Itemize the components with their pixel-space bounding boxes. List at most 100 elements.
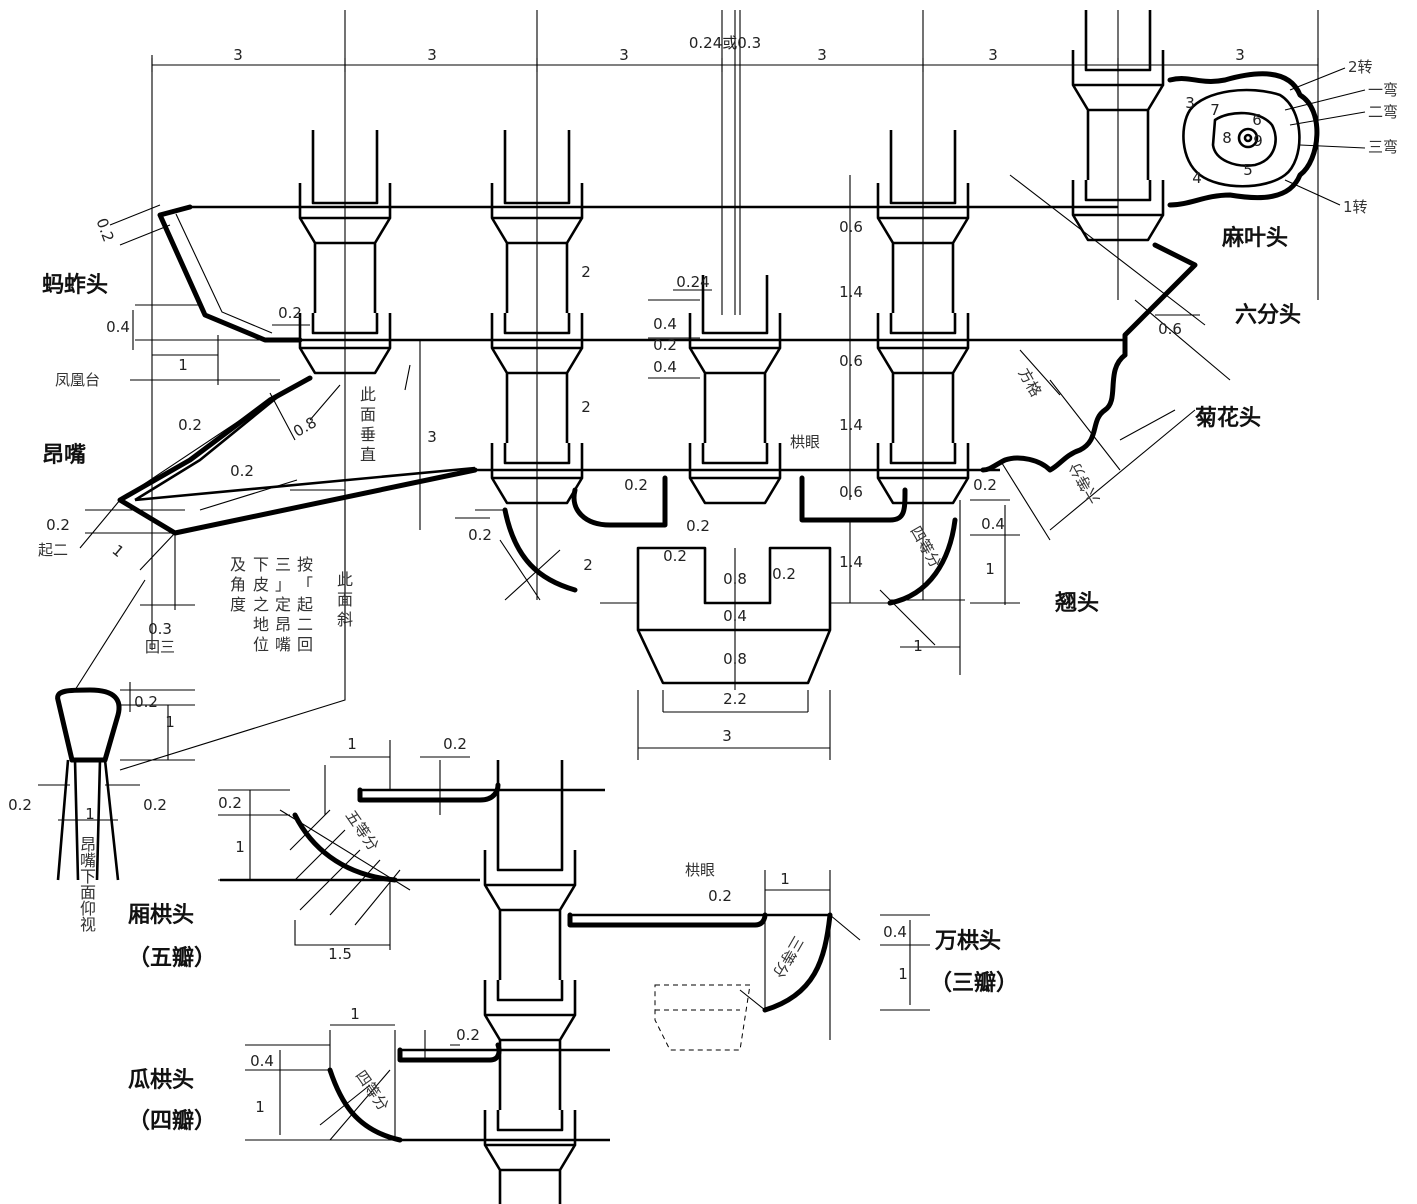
vertical-text-char: 度	[230, 595, 246, 614]
dou-unit	[876, 183, 970, 313]
label-wangongtou-sub: （三瓣）	[930, 971, 1018, 996]
dimension-label: 0.2	[218, 794, 242, 812]
dimension-label: 1	[780, 870, 790, 888]
label-wangongtou: 万栱头	[934, 928, 1001, 954]
dimension-label: 1	[898, 965, 908, 983]
vertical-text-char: 面	[337, 590, 353, 609]
vertical-text-char: 下	[80, 867, 96, 886]
dimension-label: 0.2	[708, 887, 732, 905]
dou-unit	[483, 850, 577, 980]
vertical-text-char: 位	[253, 635, 269, 654]
dimension-label: 0.4	[981, 515, 1005, 533]
post	[889, 130, 957, 183]
dimension-label: 1	[235, 838, 245, 856]
dimension-label: 1	[165, 713, 175, 731]
vertical-text-char: 直	[360, 445, 376, 464]
top-dim: 3	[619, 46, 629, 64]
label-fenghuangtai: 凤凰台	[55, 371, 100, 389]
dimension-label: 0.4	[883, 923, 907, 941]
right-heads	[475, 67, 1366, 760]
dimension-label: 0.6	[839, 483, 863, 501]
spiral-number: 9	[1253, 132, 1263, 150]
dimension-label: 0.8	[723, 650, 747, 668]
dou-unit	[876, 313, 970, 443]
dimension-label: 0.8	[290, 413, 320, 441]
dimension-label: 0.2	[686, 517, 710, 535]
top-dimension-line: 3 3 3 3 3 3 0.24或0.3	[151, 34, 1319, 72]
post	[311, 130, 379, 183]
label-1zhuan: 1转	[1343, 198, 1368, 216]
dou-unit	[1071, 180, 1165, 242]
dou-unit	[688, 443, 782, 505]
top-dim: 3	[427, 46, 437, 64]
label-liufentou: 六分头	[1235, 303, 1301, 328]
label-mazhatou: 蚂蚱头	[42, 272, 108, 298]
dimension-label: 0.2	[468, 526, 492, 544]
dimension-label: 0.2	[46, 516, 70, 534]
vertical-text-char: 视	[80, 915, 96, 934]
label-qiaotou: 翘头	[1054, 591, 1099, 616]
bottom-heads	[218, 740, 930, 1143]
dou-unit	[688, 313, 782, 443]
label-fangge: 方格	[1015, 365, 1046, 400]
dou-unit	[876, 443, 970, 505]
dimension-label: 3	[427, 428, 437, 446]
vertical-text-char: 地	[253, 615, 269, 634]
spiral-number: 5	[1243, 161, 1253, 179]
top-dim: 3	[988, 46, 998, 64]
vertical-text-char: 下	[253, 555, 269, 574]
vertical-text-char: 皮	[253, 575, 269, 594]
reference-lines	[151, 10, 1319, 660]
vertical-text-char: 之	[253, 595, 269, 614]
vertical-text-char: 面	[360, 405, 376, 424]
spiral-number: 6	[1252, 111, 1262, 129]
dou-unit	[490, 183, 584, 313]
vertical-text-char: 斜	[337, 610, 353, 629]
dimension-label: 1	[178, 356, 188, 374]
label-hui-san: 回三	[145, 638, 175, 656]
dimension-label: 0.6	[839, 218, 863, 236]
vertical-text-char: 昂	[80, 835, 96, 854]
dimension-label: 2	[581, 263, 591, 281]
dimension-label: 2.2	[723, 690, 747, 708]
dimension-label: 0.2	[278, 304, 302, 322]
top-dim: 3	[1235, 46, 1245, 64]
dimension-label: 0.3	[148, 620, 172, 638]
angzui-bottom-view	[38, 682, 195, 881]
dimension-label: 0.4	[106, 318, 130, 336]
label-qi-er: 起二	[38, 541, 68, 559]
label-gongyan: 栱眼	[685, 861, 715, 879]
dimension-label: 1	[109, 541, 128, 561]
label-angzui: 昂嘴	[42, 443, 86, 468]
label-guagongtou-sub: （四瓣）	[128, 1109, 216, 1134]
center-width-dim: 0.24或0.3	[689, 34, 761, 52]
vertical-text-char: 昂	[275, 615, 291, 634]
dimension-label: 0.2	[624, 476, 648, 494]
vertical-text-char: 三	[275, 555, 291, 574]
dimension-label: 0.2	[973, 476, 997, 494]
spiral-number: 7	[1210, 101, 1220, 119]
vertical-text-char: 仰	[80, 899, 96, 918]
angzui-shape	[74, 340, 490, 771]
label-wan3: 三弯	[1368, 138, 1398, 156]
dimension-label: 0.6	[839, 352, 863, 370]
dou-unit	[483, 980, 577, 1110]
label-xianggongtou: 厢栱头	[128, 902, 194, 928]
dimension-label: 0.4	[653, 358, 677, 376]
top-dim: 3	[233, 46, 243, 64]
dimension-label: 0.2	[134, 693, 158, 711]
dimension-label: 1	[255, 1098, 265, 1116]
dimension-label: 0.2	[8, 796, 32, 814]
label-2zhuan: 2转	[1348, 58, 1373, 76]
vertical-text-char: 回	[297, 635, 313, 654]
dimension-label: 0.4	[653, 315, 677, 333]
dimension-label: 0.24	[676, 273, 709, 291]
vertical-text-char: 按	[297, 555, 313, 574]
dimension-label: 0.6	[1158, 320, 1182, 338]
dimension-label: 0.2	[443, 735, 467, 753]
dou-unit	[483, 1110, 577, 1204]
vertical-text-char: 垂	[360, 425, 376, 444]
label-three-equal: 三等分	[769, 933, 807, 981]
dimension-label: 0.2	[178, 416, 202, 434]
